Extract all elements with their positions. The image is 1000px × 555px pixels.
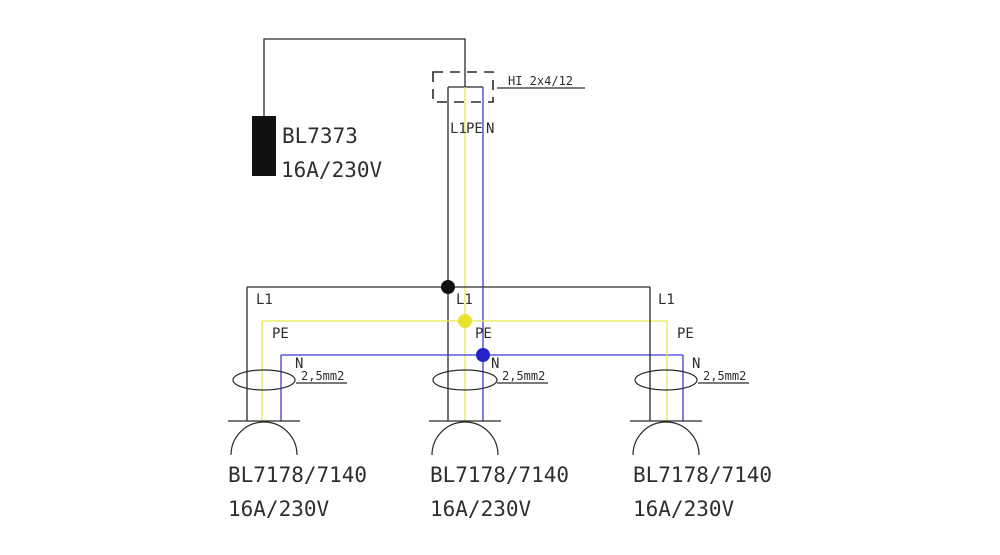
source-device-rating: 16A/230V xyxy=(281,158,383,182)
branch2-cable-size-label: 2,5mm2 xyxy=(502,369,545,383)
branch2-device-rating: 16A/230V xyxy=(430,497,532,521)
branch2-device-model: BL7178/7140 xyxy=(430,463,569,487)
branch3-cable-marker xyxy=(634,369,698,391)
junction-box-dashed-outline xyxy=(432,71,494,103)
branch1-socket-dome xyxy=(230,421,298,456)
supply-feed-wire xyxy=(263,38,466,116)
breaker-symbol xyxy=(252,116,276,176)
branch1-cable-size-label: 2,5mm2 xyxy=(301,369,344,383)
branch3-device-model: BL7178/7140 xyxy=(633,463,772,487)
riser-label-l1: L1 xyxy=(450,121,467,137)
branch1-device-model: BL7178/7140 xyxy=(228,463,367,487)
branch3-label-n: N xyxy=(692,356,700,372)
branch3-cable-size-label: 2,5mm2 xyxy=(703,369,746,383)
branch1-device-rating: 16A/230V xyxy=(228,497,330,521)
branch2-cable-marker xyxy=(432,369,498,391)
riser-label-pe: PE xyxy=(466,121,483,137)
riser-label-n: N xyxy=(486,121,494,137)
branch2-label-n: N xyxy=(491,356,499,372)
branch1-cable-marker xyxy=(232,369,296,391)
branch3-socket-dome xyxy=(632,421,700,456)
branch3-label-l1: L1 xyxy=(658,292,675,308)
junction-dot-pe xyxy=(458,314,472,328)
branch2-socket-dome xyxy=(431,421,499,456)
branch1-label-l1: L1 xyxy=(256,292,273,308)
source-device-model: BL7373 xyxy=(282,124,358,148)
junction-dot-n xyxy=(476,348,490,362)
branch1-label-pe: PE xyxy=(272,326,289,342)
branch3-label-pe: PE xyxy=(677,326,694,342)
branch3-device-rating: 16A/230V xyxy=(633,497,735,521)
supply-cable-label: HI 2x4/12 xyxy=(508,74,573,88)
branch2-label-l1: L1 xyxy=(456,292,473,308)
junction-dot-l1 xyxy=(441,280,455,294)
branch1-label-n: N xyxy=(295,356,303,372)
branch2-label-pe: PE xyxy=(475,326,492,342)
